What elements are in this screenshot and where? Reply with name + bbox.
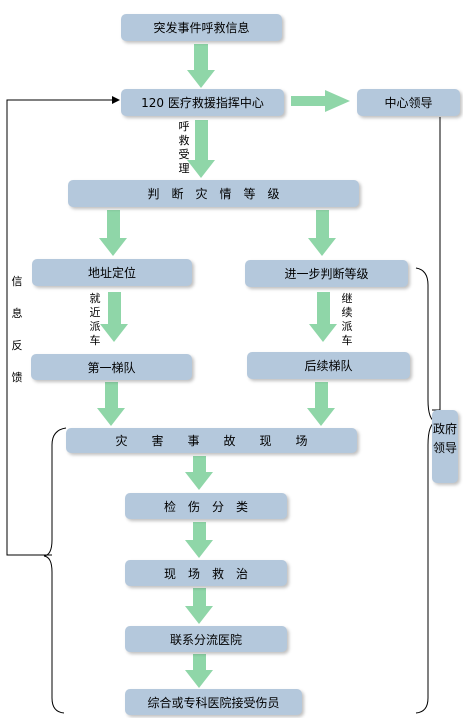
node-receiving-hospital: 综合或专科医院接受伤员 [125, 689, 302, 715]
arrow-judge-to-address [99, 210, 127, 256]
node-onsite-treatment: 现 场 救 治 [125, 560, 287, 586]
arrow-first-to-scene [97, 382, 125, 426]
node-first-echelon: 第一梯队 [31, 354, 192, 380]
arrow-center-to-leadership [291, 90, 350, 112]
label-info-feedback: 信 息 反 馈 [11, 275, 34, 384]
node-center-leadership: 中心领导 [357, 89, 460, 116]
node-government-leadership-label: 政府领导 [432, 422, 457, 455]
node-follow-up-echelon-label: 后续梯队 [304, 359, 353, 373]
label-continue-dispatch: 继续派车 [341, 292, 353, 347]
node-further-assessment-label: 进一步判断等级 [284, 267, 369, 281]
node-dispatch-center-label: 120 医疗救援指挥中心 [141, 96, 264, 110]
node-onsite-treatment-label: 现 场 救 治 [163, 566, 248, 581]
arrow-followup-to-scene [307, 382, 335, 426]
arrow-address-to-first [100, 292, 128, 342]
arrow-judge-to-further [308, 210, 336, 256]
node-follow-up-echelon: 后续梯队 [247, 352, 410, 379]
node-contact-hospital: 联系分流医院 [125, 626, 287, 652]
node-further-assessment: 进一步判断等级 [245, 260, 408, 287]
arrow-contact-to-hospital [185, 654, 213, 688]
node-emergency-call-info: 突发事件呼救信息 [121, 14, 282, 41]
left-brace [43, 427, 67, 714]
node-judge-severity: 判 断 灾 情 等 级 [68, 180, 359, 207]
arrow-call-to-center [187, 44, 215, 88]
arrow-treatment-to-contact [185, 588, 213, 624]
node-receiving-hospital-label: 综合或专科医院接受伤员 [147, 695, 280, 710]
label-call-acceptance: 呼救受理 [178, 120, 190, 175]
node-address-location-label: 地址定位 [87, 266, 136, 280]
arrow-scene-to-triage [185, 456, 213, 490]
arrow-triage-to-treatment [185, 522, 213, 558]
node-triage-label: 检 伤 分 类 [163, 499, 248, 514]
feedback-line [6, 99, 113, 556]
node-dispatch-center: 120 医疗救援指挥中心 [121, 89, 284, 116]
node-address-location: 地址定位 [32, 259, 192, 286]
node-disaster-scene-label: 灾 害 事 故 现 场 [115, 434, 308, 448]
node-contact-hospital-label: 联系分流医院 [169, 632, 242, 647]
node-government-leadership: 政府领导 [432, 410, 458, 483]
arrow-further-to-followup [309, 292, 337, 342]
label-nearby-dispatch: 就近派车 [89, 292, 101, 347]
node-emergency-call-info-label: 突发事件呼救信息 [153, 21, 250, 35]
node-center-leadership-label: 中心领导 [384, 96, 433, 110]
feedback-arrowhead [112, 96, 120, 104]
node-disaster-scene: 灾 害 事 故 现 场 [66, 428, 357, 453]
node-judge-severity-label: 判 断 灾 情 等 级 [147, 187, 280, 201]
node-triage: 检 伤 分 类 [125, 493, 287, 519]
arrow-center-to-judge [187, 120, 215, 178]
node-first-echelon-label: 第一梯队 [87, 360, 136, 375]
